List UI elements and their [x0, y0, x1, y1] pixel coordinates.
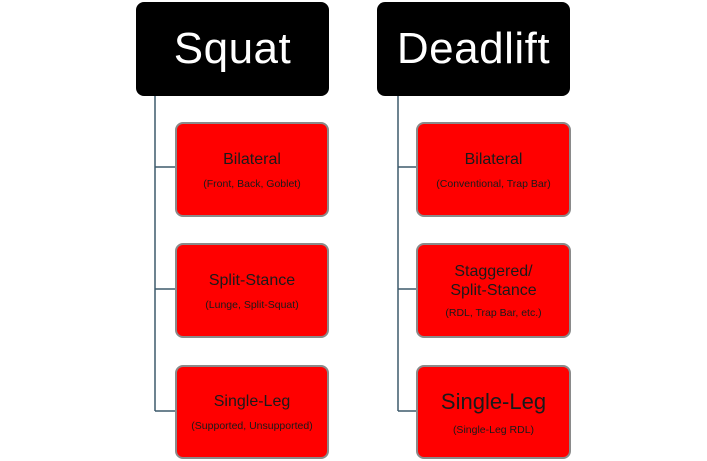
- node-subtitle: (Front, Back, Goblet): [203, 177, 301, 190]
- node-subtitle: (RDL, Trap Bar, etc.): [445, 307, 542, 319]
- node-subtitle: (Supported, Unsupported): [191, 420, 313, 432]
- node-title: Single-Leg: [440, 388, 547, 414]
- node-title: Bilateral: [223, 150, 281, 168]
- node-title: Bilateral: [464, 150, 523, 168]
- node-title: Split-Stance: [208, 271, 296, 289]
- node-squat-bilateral: Bilateral (Front, Back, Goblet): [175, 122, 329, 217]
- node-subtitle: (Single-Leg RDL): [452, 423, 535, 436]
- node-title: Staggered/ Split-Stance: [450, 263, 537, 299]
- node-subtitle: (Lunge, Split-Squat): [205, 298, 299, 311]
- node-deadlift-staggered-split-stance: Staggered/ Split-Stance (RDL, Trap Bar, …: [416, 243, 571, 338]
- header-deadlift-label: Deadlift: [396, 24, 551, 73]
- node-deadlift-single-leg: Single-Leg (Single-Leg RDL): [416, 365, 571, 459]
- node-squat-single-leg: Single-Leg (Supported, Unsupported): [175, 365, 329, 459]
- node-squat-split-stance: Split-Stance (Lunge, Split-Squat): [175, 243, 329, 338]
- node-title: Single-Leg: [213, 393, 291, 410]
- header-deadlift: Deadlift: [377, 2, 570, 96]
- header-squat-label: Squat: [173, 24, 292, 73]
- node-subtitle: (Conventional, Trap Bar): [436, 177, 551, 190]
- node-deadlift-bilateral: Bilateral (Conventional, Trap Bar): [416, 122, 571, 217]
- header-squat: Squat: [136, 2, 329, 96]
